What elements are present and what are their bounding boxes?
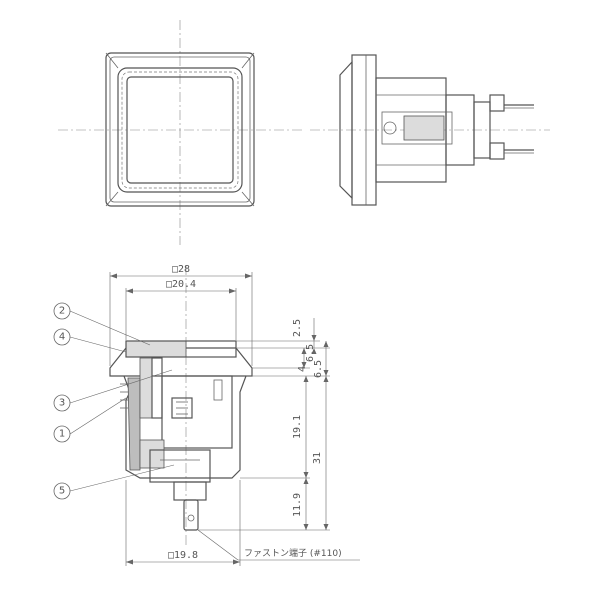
dim-65-label: 6.5 (305, 344, 316, 362)
dim-31-arrow-bottom (323, 524, 329, 530)
dim-191-label: 19.1 (292, 415, 303, 439)
bezel-corner-bl (105, 191, 119, 207)
callout-5-bubble (53, 482, 71, 500)
dim-25-label: 2.5 (292, 319, 303, 337)
front-button-face (126, 76, 234, 184)
front-button-hidden-edge (121, 71, 239, 189)
section-terminal-base (173, 481, 207, 501)
dim-204-arrow-right (229, 288, 236, 294)
dim-198-arrow-left (126, 559, 133, 565)
callout-3-label: 3 (59, 398, 65, 409)
dim-4-label: 4 (297, 366, 308, 372)
side-switch-cap (473, 101, 491, 159)
dim-65b-label: 6.5 (313, 360, 324, 378)
side-plunger-shaft (403, 115, 445, 141)
dim-25-arrow-bottom (311, 348, 317, 354)
dim-119-arrow-bottom (303, 524, 309, 530)
dim-28-arrow-left (110, 273, 117, 279)
dim-25-arrow-top (311, 335, 317, 341)
dim-204-arrow-left (126, 288, 133, 294)
bezel-corner-br (241, 191, 255, 207)
terminal-note-leader (197, 529, 239, 561)
dim-65-arrow-bottom (323, 370, 329, 376)
callout-3-bubble (53, 394, 71, 412)
callout-5-leader (69, 464, 175, 492)
dim-4-arrow-bottom (301, 362, 307, 368)
dim-204-label: □20.4 (166, 279, 196, 290)
side-terminal-top-base (489, 94, 505, 112)
callout-4-bubble (53, 328, 71, 346)
callout-4-label: 4 (59, 332, 65, 343)
section-inner-body (161, 375, 233, 449)
dim-119-label: 11.9 (292, 493, 303, 517)
section-plunger-cut (139, 357, 153, 419)
callout-1-label: 1 (59, 429, 65, 440)
front-bezel-edge (109, 56, 251, 203)
terminal-note: ファストン端子 (#110) (197, 529, 360, 561)
section-housing-wall-cut (127, 377, 141, 471)
front-view (58, 20, 305, 245)
dim-119-arrow-top (303, 478, 309, 484)
section-inner-post (213, 379, 223, 401)
section-spring-block (171, 397, 193, 419)
dim-4-arrow-top (301, 348, 307, 354)
dim-198-label: □19.8 (168, 550, 198, 561)
section-plunger (151, 357, 163, 419)
section-switch-cut (139, 439, 165, 469)
dimensions: □28 □20.4 □19.8 2.5 6.5 (109, 264, 330, 566)
side-plunger-head (383, 121, 397, 135)
terminal-note-label: ファストン端子 (#110) (244, 547, 342, 559)
callout-4-leader (69, 336, 127, 353)
bezel-corner-tl (105, 52, 119, 69)
front-bezel-outer (105, 52, 255, 207)
dim-31-label: 31 (312, 452, 323, 464)
section-terminal-hole (187, 514, 195, 522)
dim-191-arrow-top (303, 376, 309, 382)
callout-5-label: 5 (59, 486, 65, 497)
section-button-cap (125, 340, 237, 358)
callout-2-label: 2 (59, 306, 65, 317)
dim-28-label: □28 (172, 264, 190, 275)
dim-198-arrow-right (233, 559, 240, 565)
side-plunger (381, 111, 453, 145)
dim-191-arrow-bottom (303, 472, 309, 478)
side-terminal-bottom-base (489, 142, 505, 160)
callouts: 2 4 3 1 5 (53, 302, 175, 500)
section-button-cap-cut (125, 340, 187, 358)
front-button-frame (117, 67, 243, 193)
dim-65-arrow-top (323, 341, 329, 347)
section-terminal-pin (183, 499, 199, 531)
callout-2-leader (69, 310, 151, 346)
bezel-corner-tr (241, 52, 255, 69)
side-view (310, 54, 550, 206)
callout-1-bubble (53, 425, 71, 443)
callout-2-bubble (53, 302, 71, 320)
callout-1-leader (69, 397, 127, 435)
section-view (109, 265, 253, 545)
dim-31-arrow-top (323, 376, 329, 382)
dim-28-arrow-right (245, 273, 252, 279)
callout-3-leader (69, 369, 173, 404)
